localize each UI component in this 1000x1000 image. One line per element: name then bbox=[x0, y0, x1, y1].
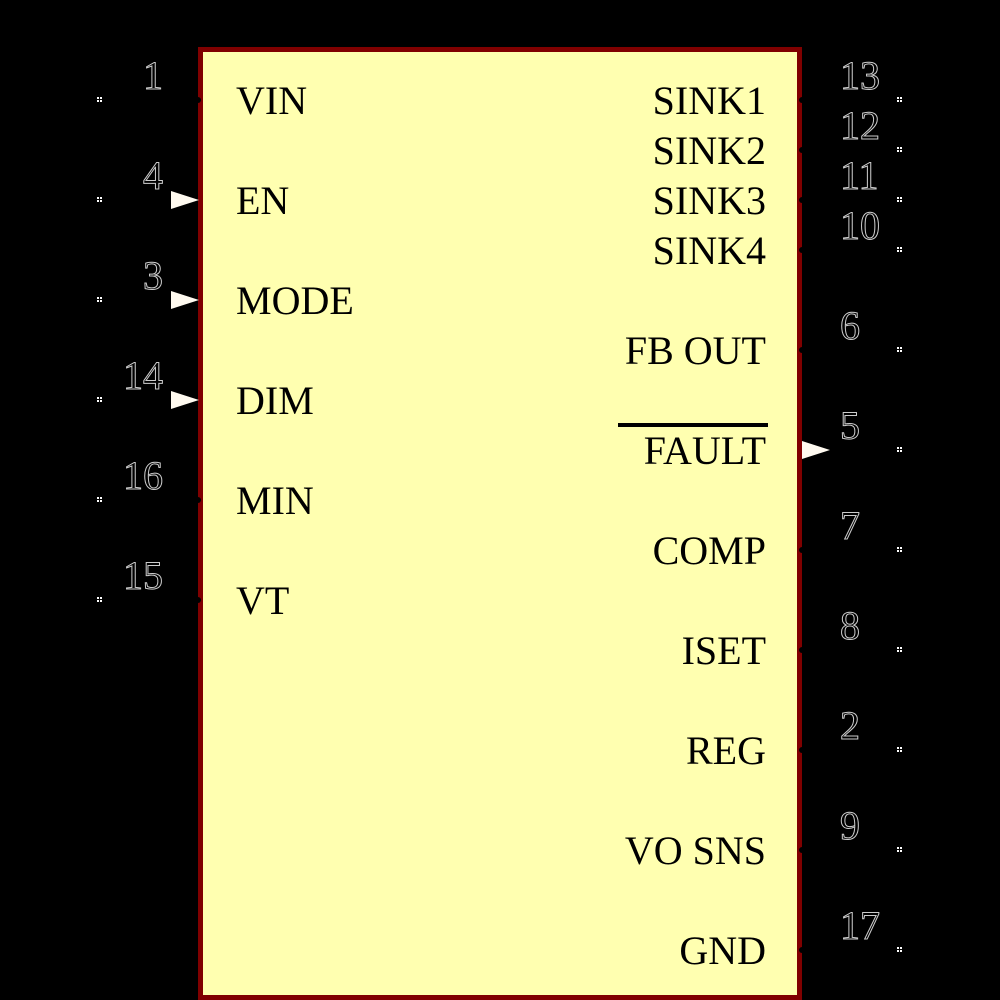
active-low-overbar bbox=[618, 423, 768, 427]
pin-connection-point[interactable] bbox=[897, 447, 902, 452]
pin-number: 9 bbox=[840, 803, 861, 848]
pin-label: MIN bbox=[236, 478, 314, 523]
pin-connection-point[interactable] bbox=[897, 147, 902, 152]
pin-number: 16 bbox=[123, 453, 164, 498]
pin-end bbox=[799, 247, 805, 253]
pin-connection-point[interactable] bbox=[897, 197, 902, 202]
pin-number: 7 bbox=[840, 503, 861, 548]
pin-number: 1 bbox=[143, 53, 164, 98]
pin-connection-point[interactable] bbox=[97, 497, 102, 502]
pin-end bbox=[195, 597, 201, 603]
pin-number: 17 bbox=[840, 903, 881, 948]
pin-label: VIN bbox=[236, 78, 308, 123]
pin-connection-point[interactable] bbox=[897, 647, 902, 652]
pin-connection-point[interactable] bbox=[97, 197, 102, 202]
pin-number: 15 bbox=[123, 553, 164, 598]
pin-number: 4 bbox=[143, 153, 164, 198]
pin-number: 5 bbox=[840, 403, 861, 448]
pin-connection-point[interactable] bbox=[897, 547, 902, 552]
pin-number: 3 bbox=[143, 253, 164, 298]
pin-label: FB OUT bbox=[624, 328, 766, 373]
pin-label: VT bbox=[236, 578, 290, 623]
pin-end bbox=[799, 97, 805, 103]
pin-label: VO SNS bbox=[624, 828, 766, 873]
pin-connection-point[interactable] bbox=[897, 97, 902, 102]
pin-number: 6 bbox=[840, 303, 861, 348]
input-arrow-icon bbox=[171, 291, 199, 309]
output-arrow-icon bbox=[802, 441, 830, 459]
pin-end bbox=[799, 547, 805, 553]
pin-connection-point[interactable] bbox=[97, 597, 102, 602]
input-arrow-icon bbox=[171, 191, 199, 209]
pin-connection-point[interactable] bbox=[97, 97, 102, 102]
pin-label: REG bbox=[686, 728, 766, 773]
pin-number: 14 bbox=[123, 353, 164, 398]
pin-label: ISET bbox=[681, 628, 766, 673]
pin-label: EN bbox=[236, 178, 290, 223]
pin-number: 11 bbox=[840, 153, 880, 198]
pin-end bbox=[195, 97, 201, 103]
pin-connection-point[interactable] bbox=[97, 397, 102, 402]
pin-number: 12 bbox=[840, 103, 881, 148]
pin-connection-point[interactable] bbox=[897, 947, 902, 952]
pin-end bbox=[799, 147, 805, 153]
pin-end bbox=[799, 347, 805, 353]
pin-connection-point[interactable] bbox=[897, 347, 902, 352]
pin-connection-point[interactable] bbox=[897, 747, 902, 752]
pin-label: FAULT bbox=[643, 428, 766, 473]
pin-label: DIM bbox=[236, 378, 314, 423]
pin-end bbox=[799, 197, 805, 203]
pin-number: 8 bbox=[840, 603, 861, 648]
pin-label: SINK2 bbox=[652, 128, 766, 173]
pin-end bbox=[799, 747, 805, 753]
pin-end bbox=[799, 647, 805, 653]
pin-end bbox=[799, 847, 805, 853]
pin-label: GND bbox=[679, 928, 766, 973]
pin-connection-point[interactable] bbox=[97, 297, 102, 302]
pin-connection-point[interactable] bbox=[897, 247, 902, 252]
pin-connection-point[interactable] bbox=[897, 847, 902, 852]
pin-end bbox=[195, 497, 201, 503]
pin-label: SINK1 bbox=[652, 78, 766, 123]
pin-number: 2 bbox=[840, 703, 861, 748]
pin-label: SINK3 bbox=[652, 178, 766, 223]
pin-end bbox=[799, 947, 805, 953]
input-arrow-icon bbox=[171, 391, 199, 409]
pin-number: 10 bbox=[840, 203, 881, 248]
pin-number: 13 bbox=[840, 53, 881, 98]
ic-body bbox=[198, 47, 802, 1000]
pin-label: SINK4 bbox=[652, 228, 766, 273]
pin-label: COMP bbox=[652, 528, 766, 573]
pin-label: MODE bbox=[236, 278, 354, 323]
